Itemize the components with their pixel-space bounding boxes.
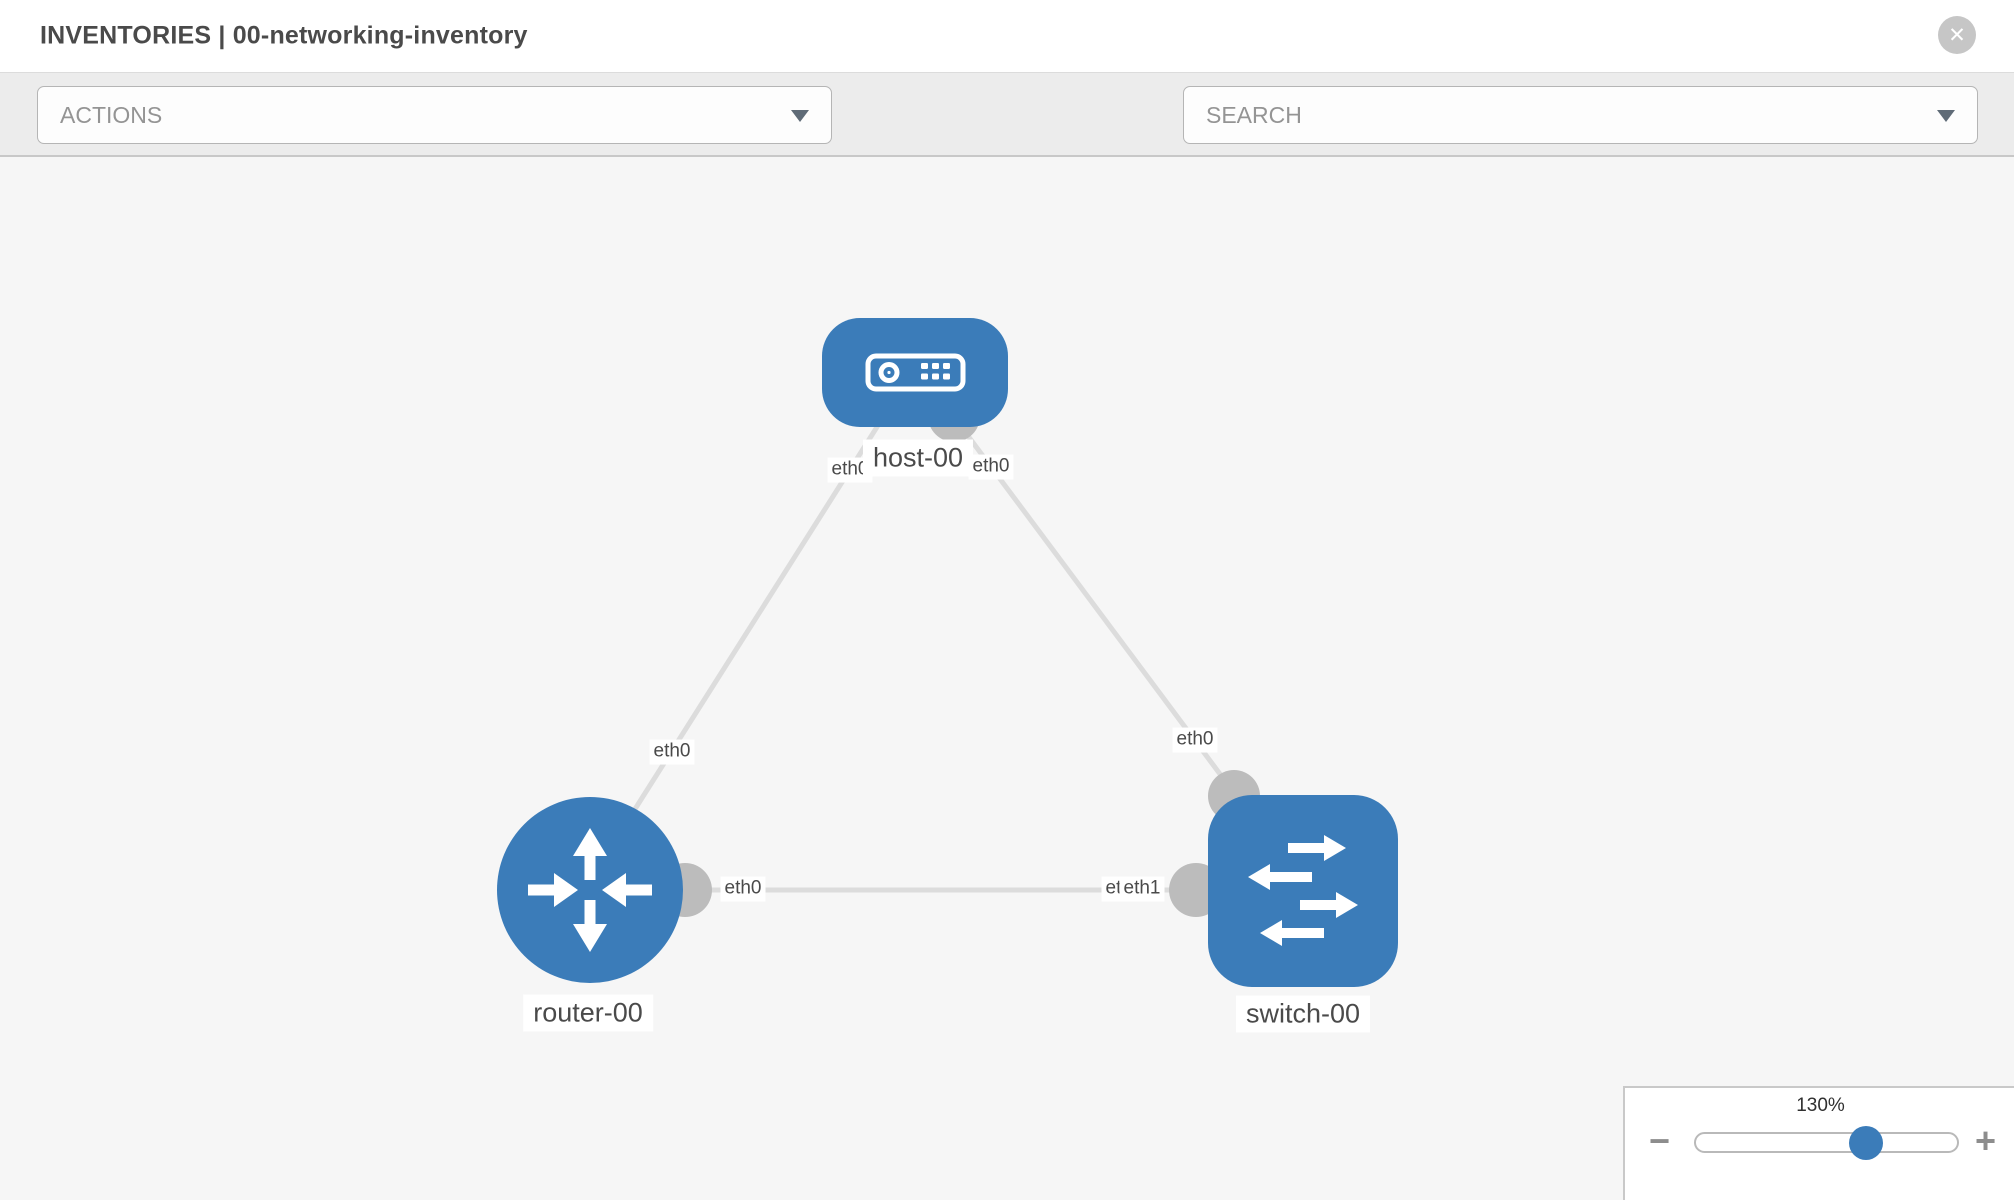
actions-dropdown[interactable]: ACTIONS xyxy=(37,86,832,144)
node-router[interactable] xyxy=(497,797,683,983)
toolbar: ACTIONS SEARCH xyxy=(0,72,2014,206)
interface-label: eth1 xyxy=(1119,876,1165,902)
zoom-in-button[interactable]: + xyxy=(1975,1120,1997,1161)
chevron-down-icon xyxy=(1937,110,1955,122)
zoom-out-button[interactable]: − xyxy=(1649,1120,1671,1161)
switch-icon xyxy=(1248,835,1358,946)
interface-label: eth0 xyxy=(649,739,695,765)
zoom-slider[interactable] xyxy=(1694,1126,1959,1160)
node-label-switch: switch-00 xyxy=(1235,995,1371,1033)
chevron-down-icon xyxy=(791,110,809,122)
actions-dropdown-label: ACTIONS xyxy=(60,101,163,128)
search-dropdown[interactable]: SEARCH xyxy=(1183,86,1978,144)
router-icon xyxy=(528,828,652,952)
node-switch[interactable] xyxy=(1208,795,1398,987)
search-dropdown-label: SEARCH xyxy=(1206,101,1302,128)
node-label-router: router-00 xyxy=(523,994,653,1032)
modal-header: INVENTORIES | 00-networking-inventory ✕ xyxy=(0,0,2014,72)
close-button[interactable]: ✕ xyxy=(1938,16,1976,54)
interface-label: eth0 xyxy=(1172,727,1218,753)
topology-canvas[interactable]: eth0 eth0 eth0 eth0 eth0 eth0 eth1 host-… xyxy=(0,157,2014,1200)
interface-label: eth0 xyxy=(968,454,1014,480)
page-title: INVENTORIES | 00-networking-inventory xyxy=(40,21,528,50)
zoom-panel: 130% − + xyxy=(1623,1086,2014,1200)
zoom-level: 130% xyxy=(1796,1095,1845,1116)
interface-label: eth0 xyxy=(720,876,766,902)
zoom-slider-thumb[interactable] xyxy=(1849,1126,1883,1160)
node-host[interactable] xyxy=(822,318,1008,427)
close-icon: ✕ xyxy=(1948,23,1966,47)
host-device-icon xyxy=(865,353,966,392)
node-label-host: host-00 xyxy=(862,439,974,477)
